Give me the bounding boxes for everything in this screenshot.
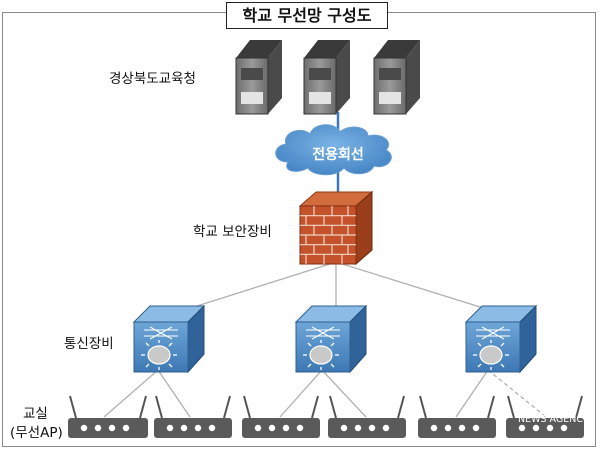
network-switch-icon	[132, 304, 206, 374]
network-switch-icon	[294, 304, 368, 374]
access-point-icon	[328, 395, 406, 438]
access-point-icon	[242, 395, 320, 438]
firewall-icon	[298, 190, 374, 266]
wireless-ap-label: (무선AP)	[10, 425, 63, 441]
server-icon	[373, 40, 420, 115]
server-icon	[303, 40, 350, 115]
leased-line-label: 전용회선	[312, 147, 364, 163]
server-icon	[235, 40, 282, 115]
network-equipment-label: 통신장비	[64, 336, 114, 352]
classroom-label: 교실	[23, 406, 48, 422]
watermark-text: NEWS AGENC	[518, 414, 583, 425]
security-equipment-label: 학교 보안장비	[193, 224, 272, 240]
diagram-title: 학교 무선망 구성도	[226, 2, 388, 29]
access-point-icon	[418, 395, 496, 438]
cloud-icon	[275, 124, 392, 176]
education-office-label: 경상북도교육청	[109, 71, 196, 87]
access-point-icon	[154, 395, 232, 438]
access-point-icon	[506, 395, 584, 438]
connection-lines	[103, 112, 547, 418]
access-point-icon	[68, 395, 148, 438]
network-switch-icon	[464, 304, 538, 374]
